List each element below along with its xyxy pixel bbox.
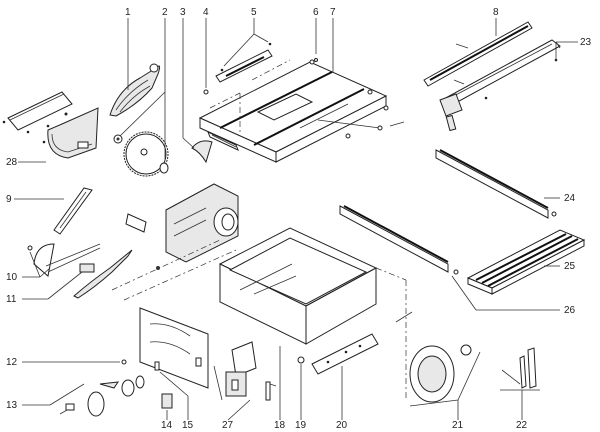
callout-19: 19	[295, 420, 307, 431]
callout-1: 1	[125, 7, 131, 18]
part-9-splitter: 9	[6, 187, 93, 235]
part-14-switch: 14	[161, 393, 173, 431]
callout-28: 28	[6, 157, 18, 168]
callout-11: 11	[6, 294, 17, 305]
callout-26: 26	[564, 305, 576, 316]
callout-13: 13	[6, 400, 18, 411]
callout-3: 3	[180, 7, 186, 18]
part-10-miter-gauge: 10	[6, 243, 101, 283]
callout-8: 8	[493, 7, 499, 18]
callout-24: 24	[564, 193, 576, 204]
saw-base: 18	[218, 227, 407, 431]
part-12-screw: 12	[6, 357, 127, 368]
callout-5: 5	[251, 7, 257, 18]
callout-25: 25	[564, 261, 576, 272]
part-23-rip-fence: 23	[439, 37, 592, 132]
part-8-front-rail: 8	[423, 7, 533, 87]
front-panel	[139, 307, 209, 389]
callout-10: 10	[6, 272, 18, 283]
part-7-table-top: 7	[198, 7, 405, 163]
leader-27	[227, 399, 251, 421]
callout-2: 2	[162, 7, 168, 18]
part-13-handwheel: 13	[6, 375, 145, 417]
callout-6: 6	[313, 7, 319, 18]
motor-assembly	[111, 183, 239, 301]
callout-23: 23	[580, 37, 592, 48]
callout-18: 18	[274, 420, 286, 431]
part-2-saw-blade: 2	[113, 7, 169, 177]
part-22-wrenches: 22	[500, 347, 540, 431]
callout-20: 20	[336, 420, 348, 431]
part-19-foot: 19	[295, 356, 307, 431]
part-5-insert-plate: 5	[209, 7, 291, 132]
callout-9: 9	[6, 194, 12, 205]
part-26-side-rail: 26	[339, 205, 576, 316]
callout-7: 7	[330, 7, 336, 18]
part-27-switch-box: 27	[213, 341, 257, 431]
callout-27: 27	[222, 420, 234, 431]
callout-12: 12	[6, 357, 18, 368]
part-11-push-stick: 11	[6, 249, 133, 305]
part-4-screw: 4	[203, 7, 209, 95]
part-3-wedge: 3	[180, 7, 213, 164]
part-15-knob: 15	[154, 361, 194, 431]
part-1-riving-guard: 1	[109, 7, 161, 117]
callout-4: 4	[203, 7, 209, 18]
callout-15: 15	[182, 420, 194, 431]
callout-14: 14	[161, 420, 173, 431]
part-28-blade-guard-cover: 28	[2, 91, 99, 168]
bracket-part	[265, 381, 277, 401]
part-21-cord-wrap: 21	[395, 311, 481, 431]
part-20-rear-plate: 20	[311, 333, 379, 431]
callout-22: 22	[516, 420, 528, 431]
callout-21: 21	[452, 420, 464, 431]
part-25-extension-table: 25	[466, 229, 586, 295]
part-6-screws: 6	[309, 7, 319, 65]
part-24-rear-rail: 24	[435, 149, 576, 219]
